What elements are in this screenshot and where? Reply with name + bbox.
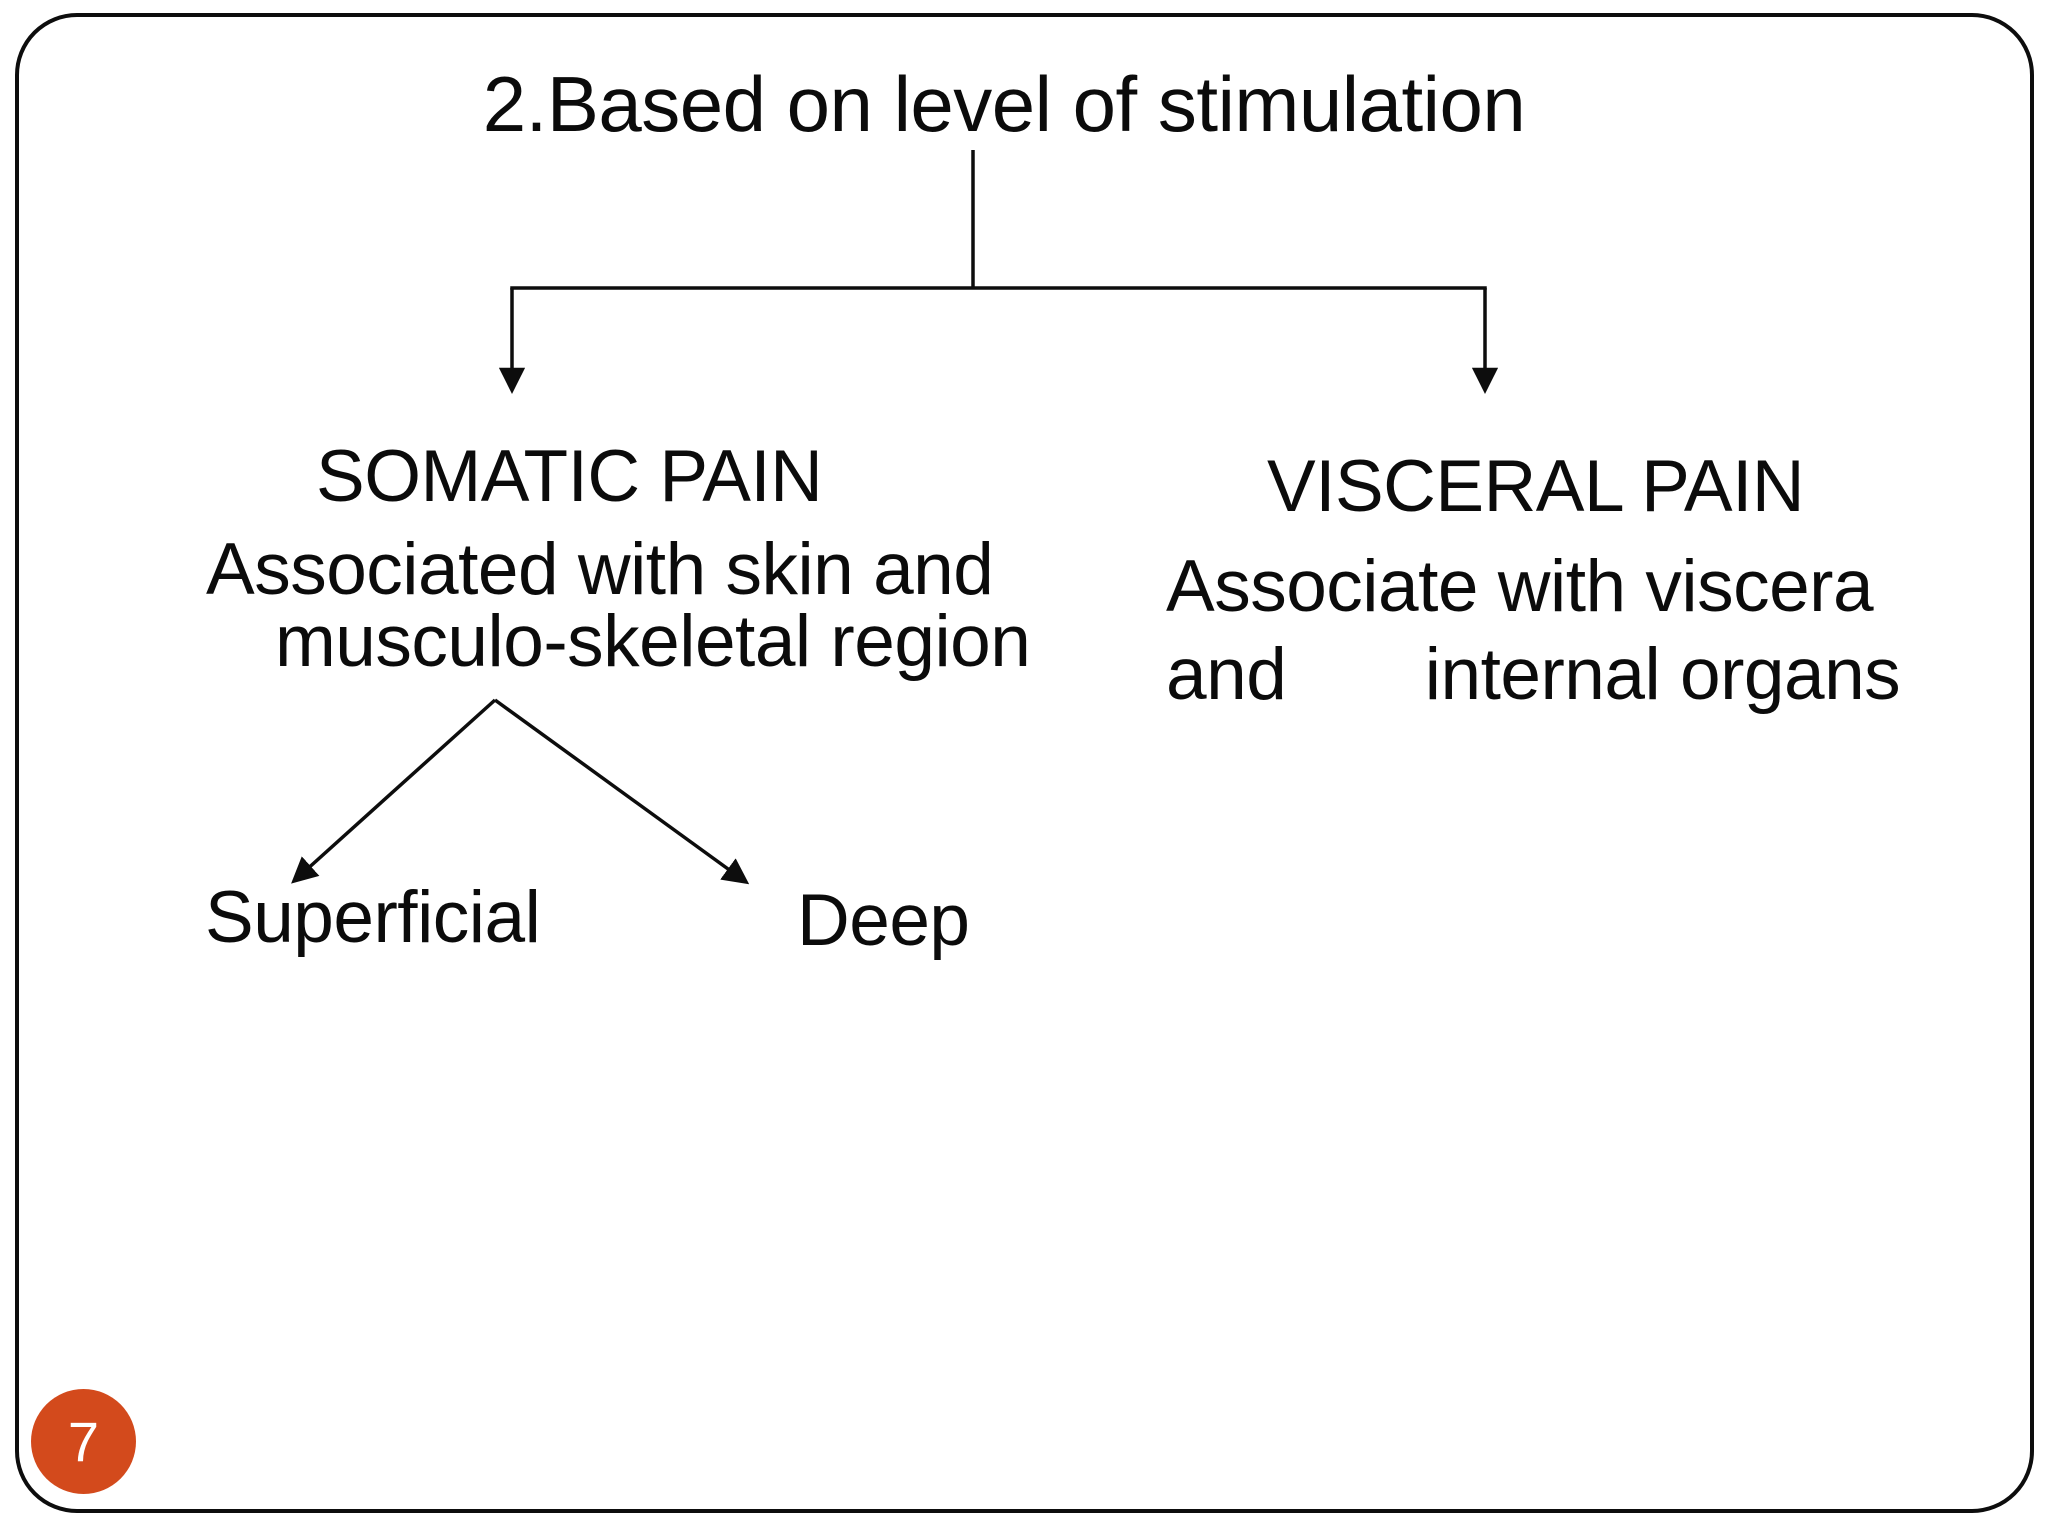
slide-rounded-border (15, 13, 2034, 1513)
page-number-badge: 7 (31, 1389, 136, 1494)
somatic-description-line1: Associated with skin and (206, 529, 994, 610)
visceral-description-line1: Associate with viscera (1166, 546, 1874, 627)
page-number: 7 (67, 1409, 100, 1473)
somatic-description-line2: musculo-skeletal region (275, 601, 1031, 682)
visceral-description-line2: and internal organs (1166, 634, 1901, 715)
superficial-label: Superficial (205, 877, 541, 958)
slide-title: 2.Based on level of stimulation (482, 60, 1526, 148)
visceral-pain-heading: VISCERAL PAIN (1267, 446, 1805, 527)
deep-label: Deep (797, 880, 970, 961)
somatic-pain-heading: SOMATIC PAIN (316, 436, 823, 517)
